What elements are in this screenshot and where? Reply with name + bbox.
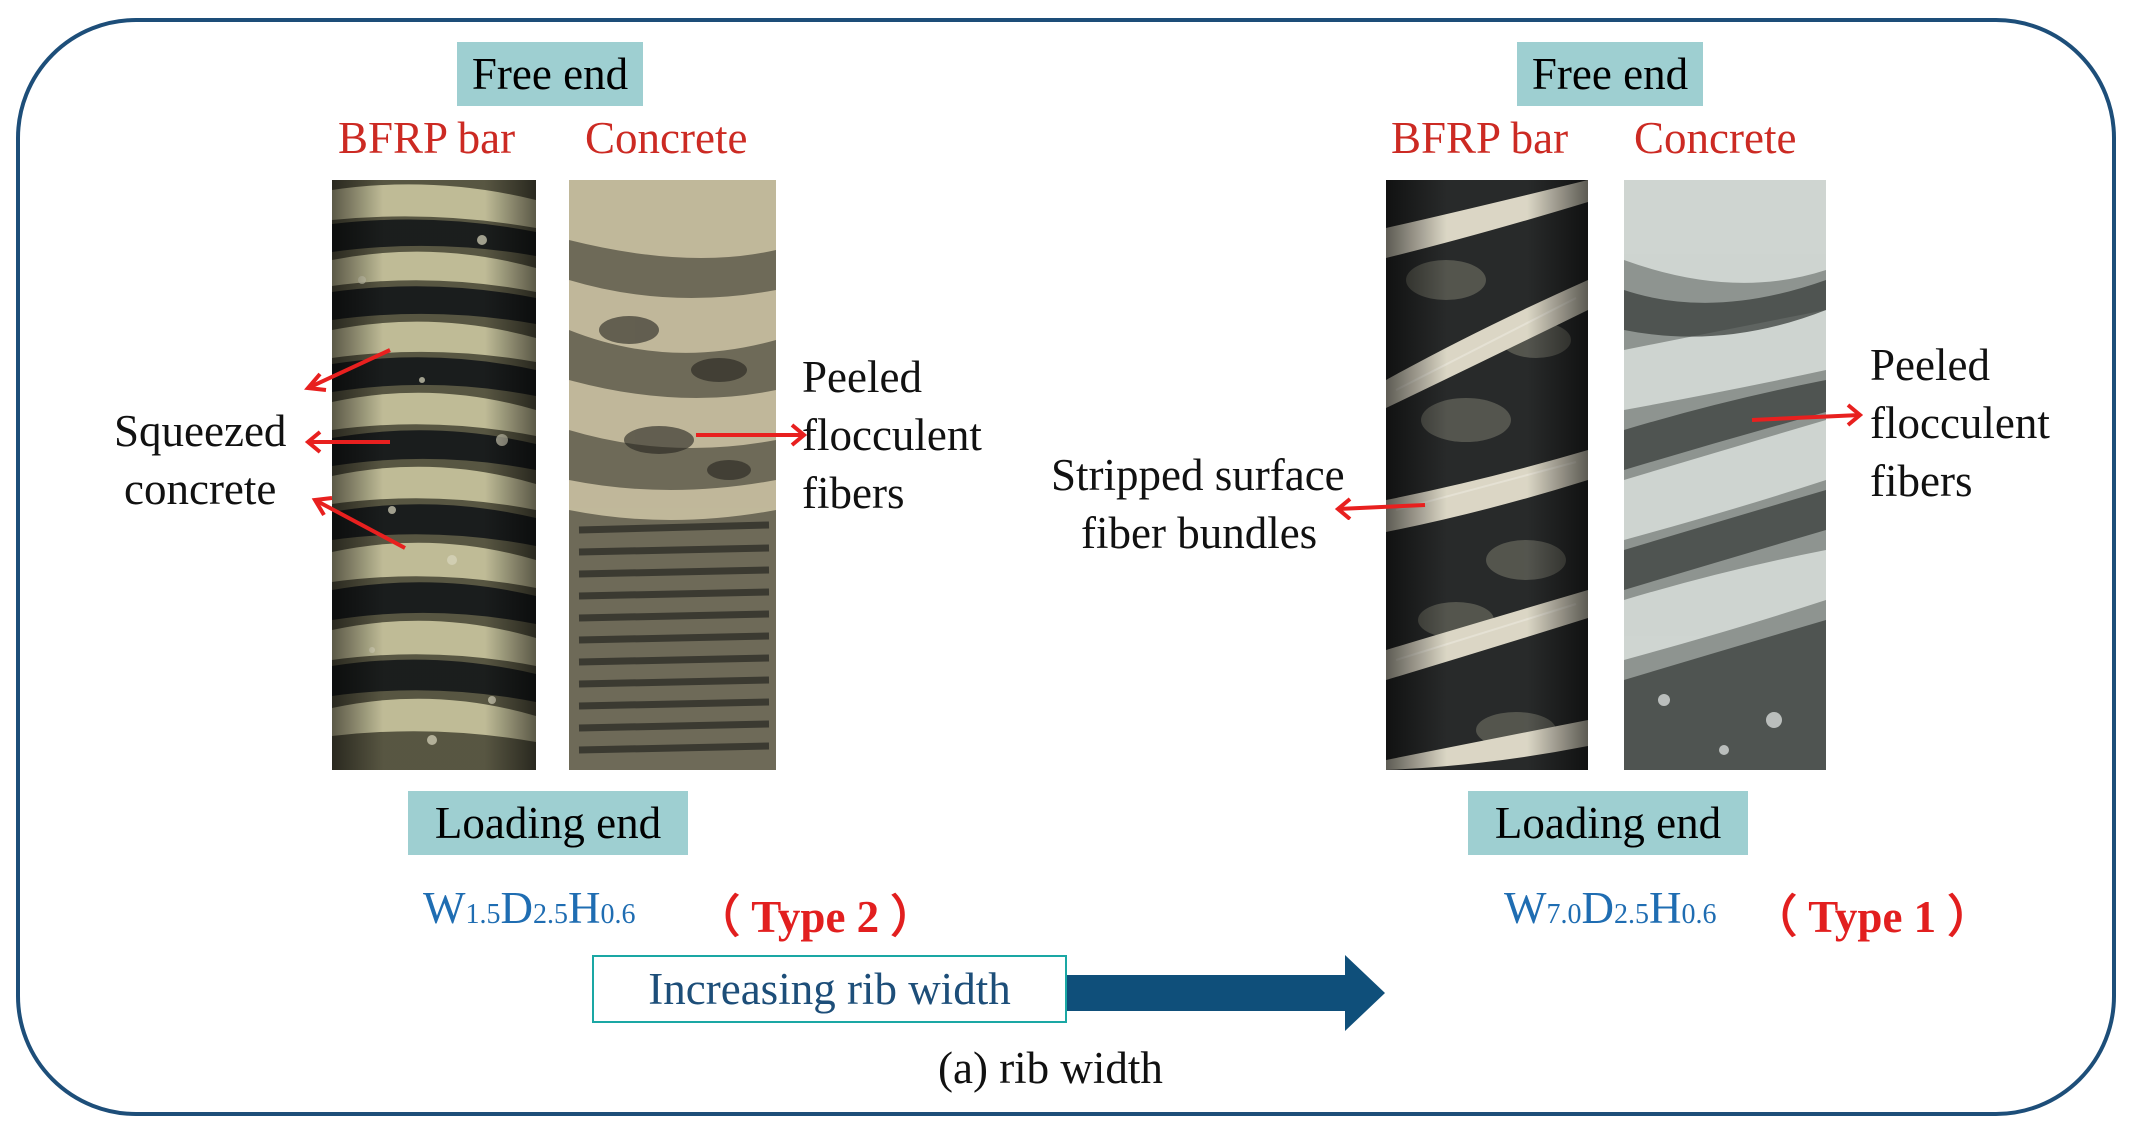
right-bfrp-bar-photo (1386, 180, 1588, 770)
right-peeled-arrow (1751, 403, 1864, 427)
right-stripped-arrow (1334, 497, 1426, 520)
left-annotation-squeezed-line2: concrete (124, 464, 277, 514)
left-peeled-arrow (696, 423, 808, 447)
left-concrete-image (569, 180, 776, 770)
right-specimen-code: W7.0D2.5H0.6 (1504, 883, 1717, 933)
right-annotation-peeled-line1: Peeled (1870, 340, 1990, 390)
figure-caption: (a) rib width (938, 1043, 1163, 1093)
right-annotation-stripped-line1: Stripped surface (1051, 450, 1345, 500)
right-type-label: （ Type 1 ） (1752, 892, 1993, 942)
left-concrete-photo (569, 180, 776, 770)
left-annotation-squeezed-line1: Squeezed (114, 406, 287, 456)
right-concrete-heading: Concrete (1634, 113, 1797, 163)
left-free-end-label: Free end (457, 42, 643, 106)
left-loading-end-label: Loading end (408, 791, 688, 855)
right-annotation-peeled-line2: flocculent (1870, 398, 2050, 448)
figure-frame (16, 18, 2116, 1116)
trend-arrow-label: Increasing rib width (592, 955, 1067, 1023)
right-concrete-photo (1624, 180, 1826, 770)
left-annotation-peeled-line2: flocculent (802, 410, 982, 460)
left-specimen-code: W1.5D2.5H0.6 (423, 883, 636, 933)
left-bfrp-bar-heading: BFRP bar (338, 113, 516, 163)
right-annotation-peeled-line3: fibers (1870, 456, 1973, 506)
left-bfrp-bar-image (332, 180, 536, 770)
left-squeezed-arrows (304, 348, 406, 550)
right-concrete-image (1624, 180, 1826, 770)
right-loading-end-label: Loading end (1468, 791, 1748, 855)
left-annotation-peeled-line3: fibers (802, 468, 905, 518)
right-bfrp-bar-heading: BFRP bar (1391, 113, 1569, 163)
right-annotation-stripped-line2: fiber bundles (1081, 508, 1318, 558)
left-bfrp-bar-photo (332, 180, 536, 770)
left-annotation-peeled-line1: Peeled (802, 352, 922, 402)
left-type-label: （ Type 2 ） (695, 892, 936, 942)
left-concrete-heading: Concrete (585, 113, 748, 163)
trend-arrow-shape (1060, 955, 1385, 1031)
right-bfrp-bar-image (1386, 180, 1588, 770)
right-free-end-label: Free end (1517, 42, 1703, 106)
